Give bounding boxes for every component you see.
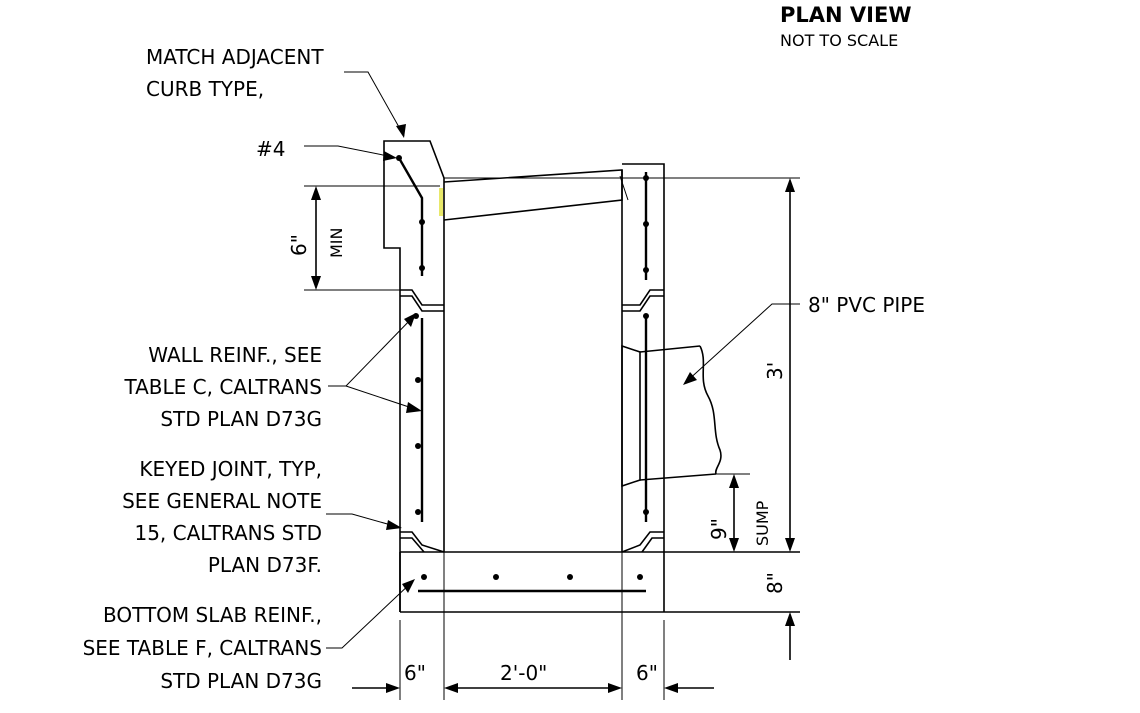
joint-callout-line-4: PLAN D73F.	[208, 553, 322, 577]
joint-callout-line-1: KEYED JOINT, TYP,	[139, 457, 322, 481]
height-dimension: 3'	[763, 362, 787, 380]
sump-value: 9"	[707, 518, 731, 540]
pipe-callout: 8" PVC PIPE	[808, 293, 925, 317]
slab-callout-line-3: STD PLAN D73G	[160, 669, 322, 693]
drawing-title: PLAN VIEW	[780, 3, 912, 27]
reinforcement-bars	[396, 155, 649, 593]
slab-callout-line-2: SEE TABLE F, CALTRANS	[83, 636, 322, 660]
wall-callout-line-1: WALL REINF., SEE	[148, 343, 322, 367]
leader-lines	[304, 71, 800, 649]
slab-callout-line-1: BOTTOM SLAB REINF.,	[103, 603, 322, 627]
drawing-scale-note: NOT TO SCALE	[780, 31, 898, 50]
wall-callout-line-3: STD PLAN D73G	[160, 407, 322, 431]
wall-left-dimension: 6"	[404, 661, 426, 685]
joint-callout-line-2: SEE GENERAL NOTE	[122, 489, 322, 513]
bar-callout: #4	[256, 137, 285, 161]
wall-callout-line-2: TABLE C, CALTRANS	[123, 375, 322, 399]
sump-label: SUMP	[753, 500, 772, 546]
curb-callout-line-2: CURB TYPE,	[146, 77, 264, 101]
wall-right-dimension: 6"	[636, 661, 658, 685]
curb-min-value: 6"	[287, 234, 311, 256]
joint-callout-line-3: 15, CALTRANS STD	[134, 521, 322, 545]
inside-width-dimension: 2'-0"	[500, 661, 547, 685]
slab-thickness-dimension: 8"	[763, 572, 787, 594]
curb-min-label: MIN	[327, 228, 346, 259]
pvc-pipe	[621, 344, 722, 488]
box-structure	[383, 140, 800, 613]
curb-callout-line-1: MATCH ADJACENT	[146, 45, 324, 69]
dimension-lines	[304, 178, 800, 700]
